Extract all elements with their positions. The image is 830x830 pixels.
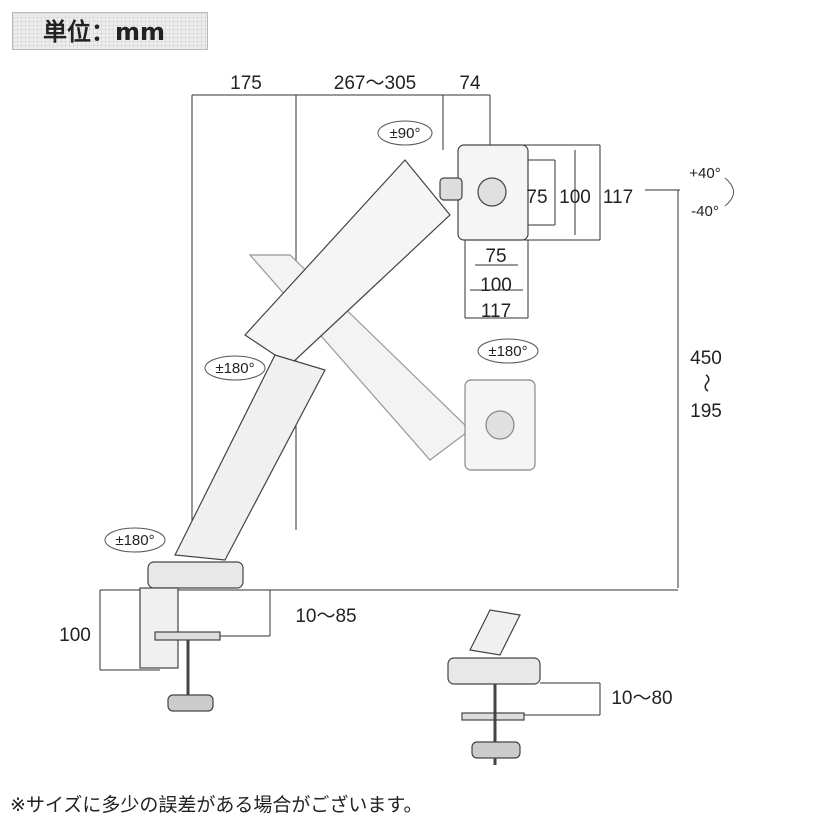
- dim-height-max: 450: [690, 348, 722, 369]
- dim-grommet-range: 10〜80: [611, 688, 672, 709]
- dim-vesa-v-75: 75: [526, 187, 547, 208]
- rotation-head: ±90°: [390, 125, 421, 142]
- rotation-tilt-down: -40°: [691, 203, 719, 220]
- arm-drawing: [139, 144, 541, 765]
- dim-vesa-h-75: 75: [485, 246, 506, 267]
- dim-clamp-height: 100: [59, 625, 91, 646]
- rotation-base: ±180°: [115, 532, 154, 549]
- dim-vesa-h-100: 100: [480, 275, 512, 296]
- dim-clamp-range: 10〜85: [295, 606, 356, 627]
- dim-vesa-h-117: 117: [481, 301, 511, 322]
- dim-height-sep: 〜: [695, 373, 716, 392]
- rotation-second-head: ±180°: [488, 343, 527, 360]
- dim-top-middle: 267〜305: [334, 73, 416, 94]
- dim-vesa-v-100: 100: [559, 187, 591, 208]
- dim-vesa-v-117: 117: [603, 187, 633, 208]
- rotation-arrows: [104, 120, 734, 553]
- dim-height-min: 195: [690, 401, 722, 422]
- footer-note: ※サイズに多少の誤差がある場合がございます。: [10, 794, 423, 816]
- rotation-elbow: ±180°: [215, 360, 254, 377]
- rotation-tilt-up: +40°: [689, 165, 720, 182]
- dim-top-left: 175: [230, 73, 262, 94]
- dim-top-right: 74: [459, 73, 481, 94]
- unit-label: 単位：mm: [12, 12, 208, 50]
